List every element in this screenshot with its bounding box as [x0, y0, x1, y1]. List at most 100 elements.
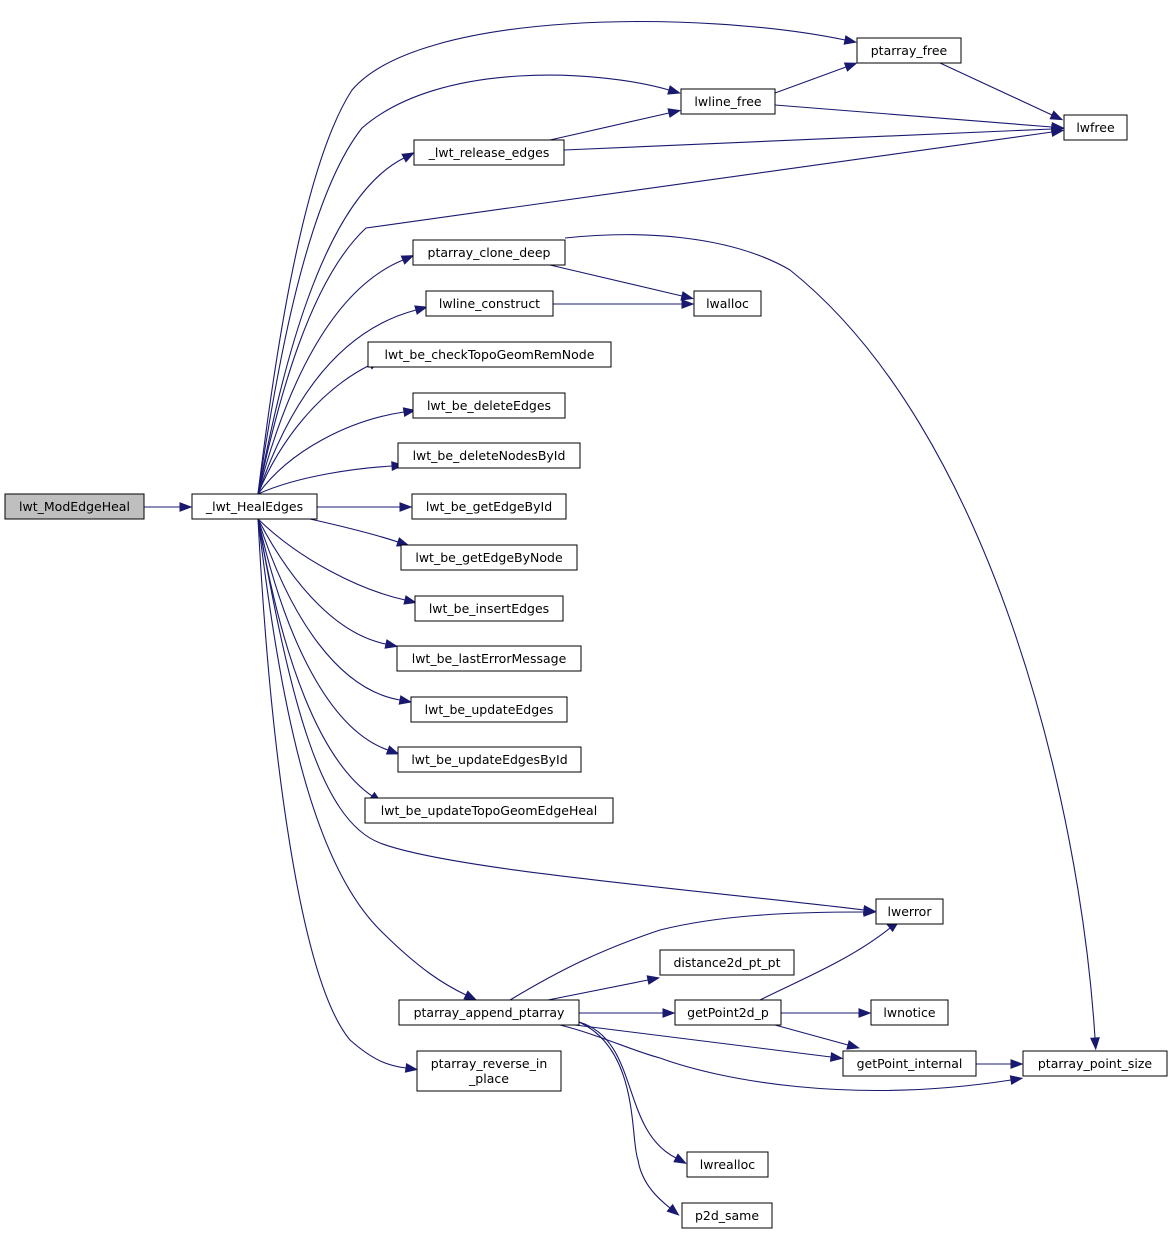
node-box — [875, 898, 944, 925]
arrowhead-icon — [400, 255, 415, 265]
node-label: lwfree — [1076, 120, 1115, 135]
node-append-ptarray[interactable]: ptarray_append_ptarray — [398, 999, 580, 1026]
node-p2d-same[interactable]: p2d_same — [681, 1202, 773, 1229]
node-lwerror[interactable]: lwerror — [875, 898, 944, 925]
edge-line — [257, 157, 405, 495]
node-insert-edges[interactable]: lwt_be_insertEdges — [414, 595, 564, 622]
edge-healedges-to-lwline_construct — [257, 305, 428, 495]
edge-getpoint2d-to-lwnotice — [781, 1008, 872, 1018]
arrowhead-icon — [1049, 110, 1064, 121]
node-lwline-construct[interactable]: lwline_construct — [425, 290, 554, 317]
node-box — [412, 239, 566, 266]
node-modedgeheal[interactable]: lwt_ModEdgeHeal — [4, 493, 145, 520]
node-box — [842, 1050, 977, 1077]
edge-lwline_free-to-ptarray_free — [774, 62, 858, 94]
node-box — [680, 88, 776, 115]
edge-line — [257, 518, 389, 751]
node-release-edges[interactable]: _lwt_release_edges — [413, 139, 565, 166]
node-getpoint-internal[interactable]: getPoint_internal — [842, 1050, 977, 1077]
node-label: ptarray_reverse_in — [431, 1056, 548, 1071]
node-label: _lwt_release_edges — [428, 145, 550, 160]
edge-line — [509, 911, 865, 1001]
node-lwfree[interactable]: lwfree — [1063, 114, 1128, 141]
node-delete-edges[interactable]: lwt_be_deleteEdges — [412, 392, 566, 419]
node-point-size[interactable]: ptarray_point_size — [1022, 1050, 1168, 1077]
edge-modedgeheal-to-healedges — [144, 502, 193, 512]
node-get-edge-by-id[interactable]: lwt_be_getEdgeById — [411, 493, 567, 520]
edge-healedges-to-last_error — [257, 518, 399, 649]
edge-healedges-to-delete_nodes_by_id — [257, 461, 405, 495]
edge-line — [257, 518, 467, 996]
arrowhead-icon — [1009, 1075, 1024, 1085]
node-box — [400, 544, 578, 571]
node-clone-deep[interactable]: ptarray_clone_deep — [412, 239, 566, 266]
node-healedges[interactable]: _lwt_HealEdges — [191, 493, 318, 520]
arrowhead-icon — [829, 1052, 844, 1062]
edge-healedges-to-ptarray_free — [257, 20, 858, 495]
arrowhead-icon — [662, 1008, 676, 1018]
node-lwrealloc[interactable]: lwrealloc — [686, 1151, 769, 1178]
edge-line — [257, 465, 393, 495]
node-update-edges-by-id[interactable]: lwt_be_updateEdgesById — [397, 746, 582, 773]
edge-line — [574, 1024, 832, 1058]
node-get-edge-by-node[interactable]: lwt_be_getEdgeByNode — [400, 544, 578, 571]
node-label: distance2d_pt_pt — [673, 955, 780, 970]
arrowhead-icon — [385, 745, 400, 755]
edge-append_ptarray-to-p2d_same — [578, 1021, 680, 1216]
node-last-error[interactable]: lwt_be_lastErrorMessage — [396, 645, 582, 672]
node-label: lwerror — [888, 904, 933, 919]
arrowhead-icon — [858, 1008, 872, 1018]
node-ptarray-free[interactable]: ptarray_free — [856, 37, 962, 64]
node-label: lwt_be_checkTopoGeomRemNode — [385, 347, 595, 362]
node-label: ptarray_point_size — [1038, 1056, 1153, 1071]
edge-line — [257, 74, 670, 495]
node-distance2d[interactable]: distance2d_pt_pt — [659, 949, 795, 976]
edge-ptarray_free-to-lwfree — [939, 62, 1064, 121]
node-label: _lwt_HealEdges — [205, 499, 303, 514]
node-label: lwt_be_deleteNodesById — [413, 448, 566, 463]
edge-line — [257, 309, 417, 495]
node-label: lwrealloc — [700, 1157, 756, 1172]
node-update-topo-edge-heal[interactable]: lwt_be_updateTopoGeomEdgeHeal — [364, 797, 614, 824]
edge-healedges-to-delete_edges — [257, 407, 417, 495]
node-box — [412, 392, 566, 419]
node-label: lwt_be_deleteEdges — [427, 398, 551, 413]
edge-line — [257, 364, 371, 495]
edge-healedges-to-lwfree — [257, 127, 1065, 495]
node-lwline-free[interactable]: lwline_free — [680, 88, 776, 115]
arrowhead-icon — [1010, 1059, 1024, 1069]
node-check-topo-rem-node[interactable]: lwt_be_checkTopoGeomRemNode — [367, 341, 612, 368]
edge-clone_deep-to-point_size — [564, 234, 1100, 1051]
arrowhead-icon — [398, 695, 413, 705]
edge-line — [547, 979, 649, 1001]
edge-lwline_free-to-lwfree — [774, 104, 1065, 132]
edge-clone_deep-to-lwalloc — [549, 264, 695, 301]
edge-line — [578, 1021, 677, 1159]
edge-healedges-to-get_edge_by_id — [317, 502, 413, 512]
arrowhead-icon — [667, 108, 682, 118]
node-box — [397, 442, 581, 469]
node-reverse-in-place[interactable]: ptarray_reverse_in_place — [416, 1050, 562, 1092]
node-update-edges[interactable]: lwt_be_updateEdges — [410, 696, 568, 723]
node-label: lwnotice — [883, 1005, 936, 1020]
edge-release_edges-to-lwline_free — [549, 108, 682, 141]
arrowhead-icon — [681, 299, 695, 309]
node-label: lwalloc — [706, 296, 749, 311]
arrowhead-icon — [401, 152, 415, 163]
arrowhead-icon — [863, 907, 877, 917]
node-lwalloc[interactable]: lwalloc — [693, 290, 762, 317]
edge-line — [578, 1021, 671, 1209]
node-box — [1022, 1050, 1168, 1077]
node-box — [398, 999, 580, 1026]
node-getpoint2d[interactable]: getPoint2d_p — [674, 999, 782, 1026]
node-delete-nodes-by-id[interactable]: lwt_be_deleteNodesById — [397, 442, 581, 469]
arrowhead-icon — [414, 305, 428, 315]
arrowhead-icon — [1090, 1037, 1100, 1051]
arrowhead-icon — [666, 1203, 680, 1216]
edge-line — [257, 518, 401, 701]
edges-layer — [144, 20, 1100, 1216]
node-box — [413, 139, 565, 166]
node-lwnotice[interactable]: lwnotice — [870, 999, 949, 1026]
node-box — [414, 595, 564, 622]
arrowhead-icon — [463, 990, 478, 1001]
